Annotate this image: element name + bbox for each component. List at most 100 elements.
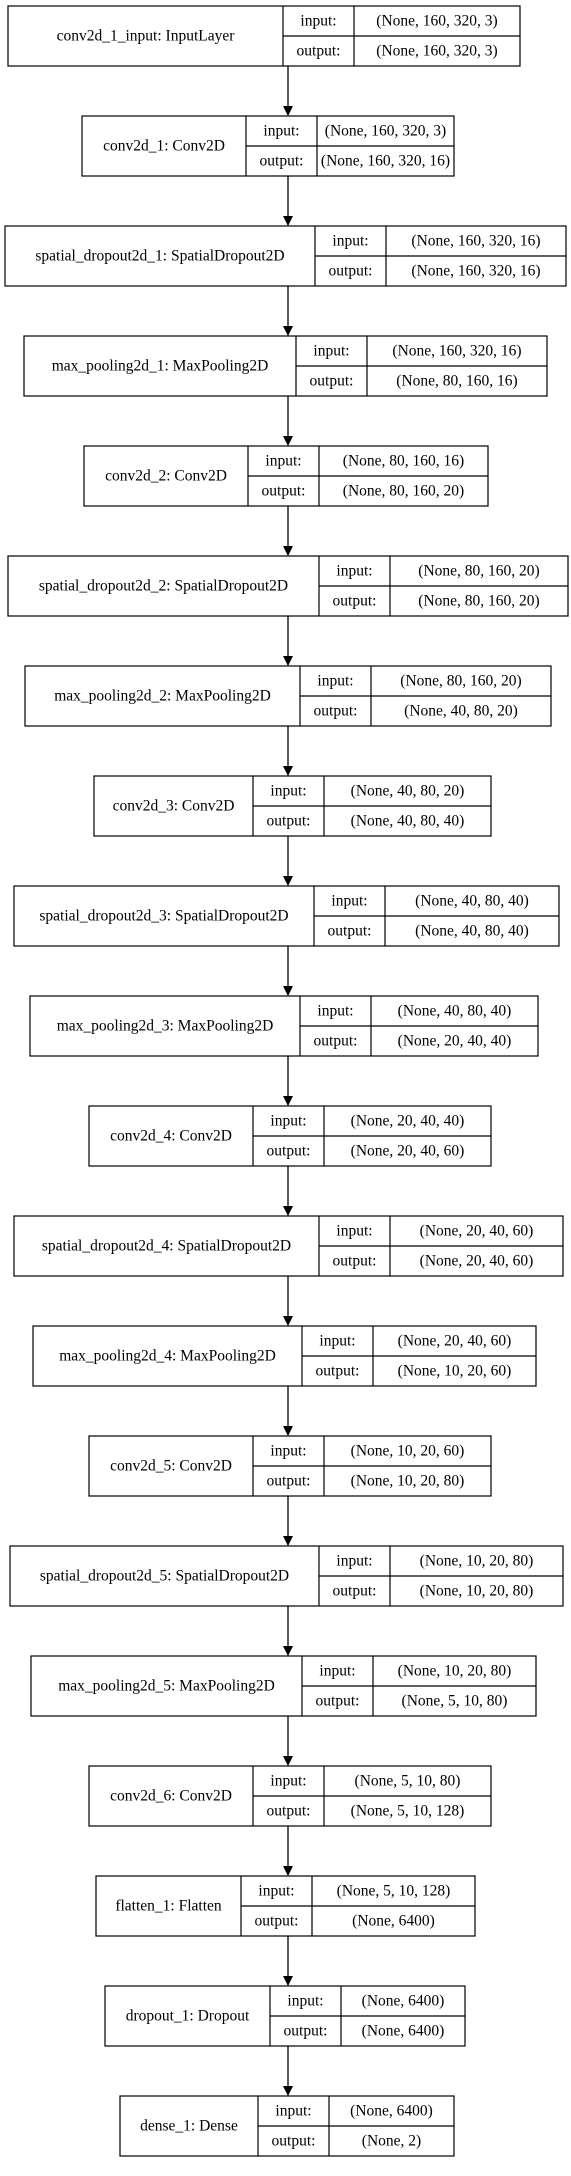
layer-node: spatial_dropout2d_3: SpatialDropout2Dinp… <box>13 885 560 947</box>
output-label: output: <box>316 1363 360 1380</box>
layer-name: max_pooling2d_1: MaxPooling2D <box>52 358 269 375</box>
output-label: output: <box>333 593 377 610</box>
input-label: input: <box>265 453 301 470</box>
input-label: input: <box>317 1003 353 1020</box>
layer-node: conv2d_3: Conv2D input: output: (None, 40, … <box>93 775 492 837</box>
layer-name: spatial_dropout2d_5: SpatialDropout2D <box>40 1568 289 1585</box>
input-label: input: <box>270 783 306 800</box>
output-label: output: <box>255 1913 299 1930</box>
output-shape: (None, 40, 80, 40) <box>351 813 465 830</box>
output-label: output: <box>314 703 358 720</box>
input-shape: (None, 10, 20, 80) <box>398 1663 512 1680</box>
output-label: output: <box>329 263 373 280</box>
output-label: output: <box>267 813 311 830</box>
output-shape: (None, 40, 80, 20) <box>404 703 518 720</box>
input-shape: (None, 80, 160, 20) <box>418 563 539 580</box>
layer-name: spatial_dropout2d_4: SpatialDropout2D <box>42 1238 291 1255</box>
output-shape: (None, 160, 320, 3) <box>376 43 497 60</box>
input-label: input: <box>317 673 353 690</box>
input-shape: (None, 5, 10, 80) <box>355 1773 461 1790</box>
output-shape: (None, 160, 320, 16) <box>321 153 450 170</box>
input-shape: (None, 80, 160, 16) <box>343 453 464 470</box>
input-shape: (None, 40, 80, 20) <box>351 783 465 800</box>
layer-name: conv2d_2: Conv2D <box>105 468 227 485</box>
output-shape: (None, 20, 40, 60) <box>351 1143 465 1160</box>
output-shape: (None, 10, 20, 80) <box>420 1583 534 1600</box>
input-label: input: <box>275 2103 311 2120</box>
layer-node: conv2d_1_input: InputLayerinput:output:(… <box>7 5 521 67</box>
layer-name: conv2d_1_input: InputLayer <box>57 28 236 45</box>
layer-node: max_pooling2d_1: MaxPooling2D input: outpu… <box>23 335 548 397</box>
output-label: output: <box>267 1803 311 1820</box>
input-label: input: <box>270 1443 306 1460</box>
input-label: input: <box>270 1113 306 1130</box>
output-label: output: <box>328 923 372 940</box>
layer-node: max_pooling2d_5: MaxPooling2Dinput:outpu… <box>30 1655 537 1717</box>
input-shape: (None, 40, 80, 40) <box>398 1003 512 1020</box>
input-label: input: <box>319 1663 355 1680</box>
input-shape: (None, 160, 320, 3) <box>376 13 497 30</box>
layer-name: dropout_1: Dropout <box>126 2008 250 2025</box>
input-shape: (None, 10, 20, 60) <box>351 1443 465 1460</box>
layer-node: conv2d_5: Conv2D input: output: (None, 10, … <box>88 1435 492 1497</box>
output-shape: (None, 5, 10, 128) <box>351 1803 465 1820</box>
output-shape: (None, 20, 40, 60) <box>420 1253 534 1270</box>
input-shape: (None, 80, 160, 20) <box>400 673 521 690</box>
input-shape: (None, 160, 320, 16) <box>411 233 540 250</box>
input-shape: (None, 40, 80, 40) <box>415 893 529 910</box>
output-label: output: <box>297 43 341 60</box>
layer-node: spatial_dropout2d_5: SpatialDropout2D inp… <box>9 1545 564 1607</box>
layer-name: max_pooling2d_3: MaxPooling2D <box>57 1018 274 1035</box>
input-label: input: <box>336 1223 372 1240</box>
layer-name: flatten_1: Flatten <box>115 1898 222 1915</box>
output-shape: (None, 5, 10, 80) <box>402 1693 508 1710</box>
input-shape: (None, 20, 40, 60) <box>398 1333 512 1350</box>
output-label: output: <box>314 1033 358 1050</box>
input-shape: (None, 160, 320, 3) <box>325 123 446 140</box>
output-label: output: <box>310 373 354 390</box>
input-shape: (None, 6400) <box>362 1993 445 2010</box>
input-label: input: <box>336 1553 372 1570</box>
output-shape: (None, 80, 160, 20) <box>343 483 464 500</box>
input-shape: (None, 20, 40, 60) <box>420 1223 534 1240</box>
output-shape: (None, 2) <box>362 2133 421 2150</box>
input-label: input: <box>332 233 368 250</box>
input-shape: (None, 10, 20, 80) <box>420 1553 534 1570</box>
layer-node: max_pooling2d_2: MaxPooling2D input: outpu… <box>24 665 552 727</box>
layer-node: flatten_1: Flatten input: output: (None, 5,… <box>95 1875 476 1937</box>
output-label: output: <box>267 1143 311 1160</box>
output-shape: (None, 10, 20, 60) <box>398 1363 512 1380</box>
output-shape: (None, 160, 320, 16) <box>411 263 540 280</box>
layer-node: spatial_dropout2d_2: SpatialDropout2Dinp… <box>7 555 569 617</box>
layer-node: max_pooling2d_3: MaxPooling2D input: outpu… <box>29 995 539 1057</box>
input-shape: (None, 5, 10, 128) <box>337 1883 451 1900</box>
output-label: output: <box>267 1473 311 1490</box>
output-shape: (None, 20, 40, 40) <box>398 1033 512 1050</box>
layer-name: spatial_dropout2d_3: SpatialDropout2D <box>39 908 288 925</box>
layer-name: conv2d_3: Conv2D <box>113 798 235 815</box>
output-label: output: <box>284 2023 328 2040</box>
output-shape: (None, 10, 20, 80) <box>351 1473 465 1490</box>
output-shape: (None, 6400) <box>352 1913 435 1930</box>
input-label: input: <box>270 1773 306 1790</box>
input-label: input: <box>313 343 349 360</box>
layer-name: max_pooling2d_5: MaxPooling2D <box>58 1678 275 1695</box>
layer-name: conv2d_6: Conv2D <box>110 1788 232 1805</box>
layer-name: spatial_dropout2d_2: SpatialDropout2D <box>39 578 288 595</box>
output-shape: (None, 80, 160, 16) <box>396 373 517 390</box>
layer-node: conv2d_2: Conv2D input: output: (None, 80, … <box>83 445 489 507</box>
output-shape: (None, 6400) <box>362 2023 445 2040</box>
input-label: input: <box>263 123 299 140</box>
input-label: input: <box>258 1883 294 1900</box>
layer-name: max_pooling2d_2: MaxPooling2D <box>54 688 271 705</box>
output-label: output: <box>333 1583 377 1600</box>
input-shape: (None, 6400) <box>350 2103 433 2120</box>
output-label: output: <box>333 1253 377 1270</box>
layer-name: conv2d_1: Conv2D <box>103 138 225 155</box>
output-label: output: <box>262 483 306 500</box>
layer-name: conv2d_5: Conv2D <box>110 1458 232 1475</box>
